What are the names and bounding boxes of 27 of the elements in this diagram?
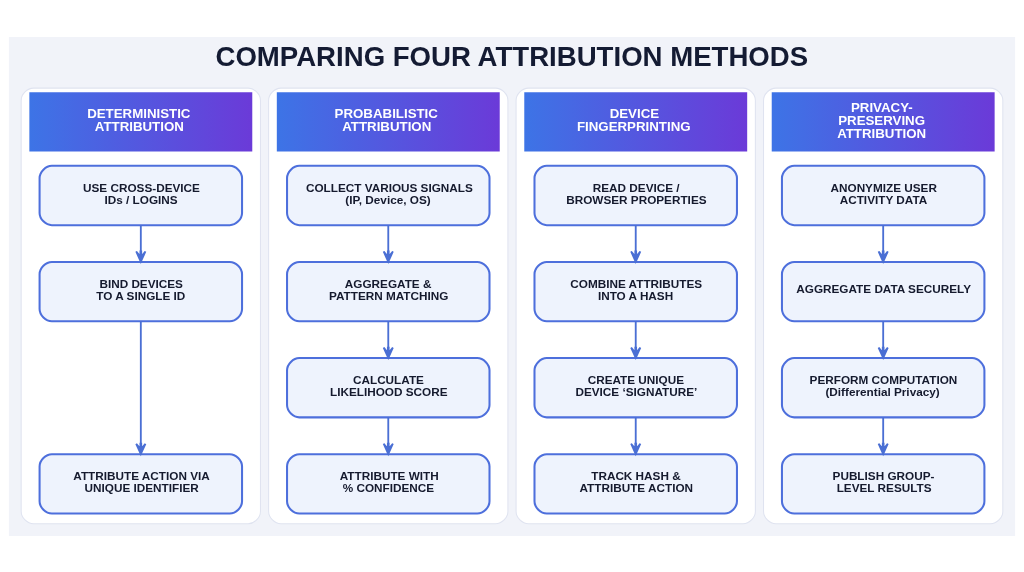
node-box: ATTRIBUTE WITH % CONFIDENCE (286, 452, 491, 515)
arrow (877, 223, 889, 263)
arrow (382, 319, 394, 359)
diagram-title: COMPARING FOUR ATTRIBUTION METHODS (215, 40, 809, 72)
arrow (135, 223, 147, 263)
node-box: COLLECT VARIOUS SIGNALS (IP, Device, OS) (286, 164, 491, 226)
node-box: ANONYMIZE USER ACTIVITY DATA (780, 164, 986, 226)
node-box: AGGREGATE DATA SECURELY (780, 260, 986, 322)
arrow (135, 320, 147, 455)
node-box: AGGREGATE & PATTERN MATCHING (286, 260, 491, 322)
arrow (382, 416, 394, 455)
node-box: COMBINE ATTRIBUTES INTO A HASH (533, 260, 738, 322)
node-box: TRACK HASH & ATTRIBUTE ACTION (533, 452, 738, 515)
node-box: ATTRIBUTE ACTION VIA UNIQUE IDENTIFIER (38, 452, 244, 515)
arrow (877, 319, 889, 359)
arrow (630, 319, 642, 359)
node-box: READ DEVICE / BROWSER PROPERTIES (533, 164, 738, 226)
node-box: USE CROSS-DEVICE IDs / LOGINS (38, 164, 244, 226)
node-box: PUBLISH GROUP-LEVEL RESULTS (780, 452, 986, 515)
arrow (382, 223, 394, 263)
node-box: PERFORM COMPUTATION (Differential Privacy) (780, 356, 986, 418)
arrow (877, 416, 889, 455)
node-box: CALCULATE LIKELIHOOD SCORE (286, 356, 491, 418)
arrow (630, 223, 642, 263)
node-box: BIND DEVICES TO A SINGLE ID (38, 260, 244, 322)
arrow (630, 416, 642, 455)
node-box: CREATE UNIQUE DEVICE ‘SIGNATURE’ (533, 356, 738, 418)
